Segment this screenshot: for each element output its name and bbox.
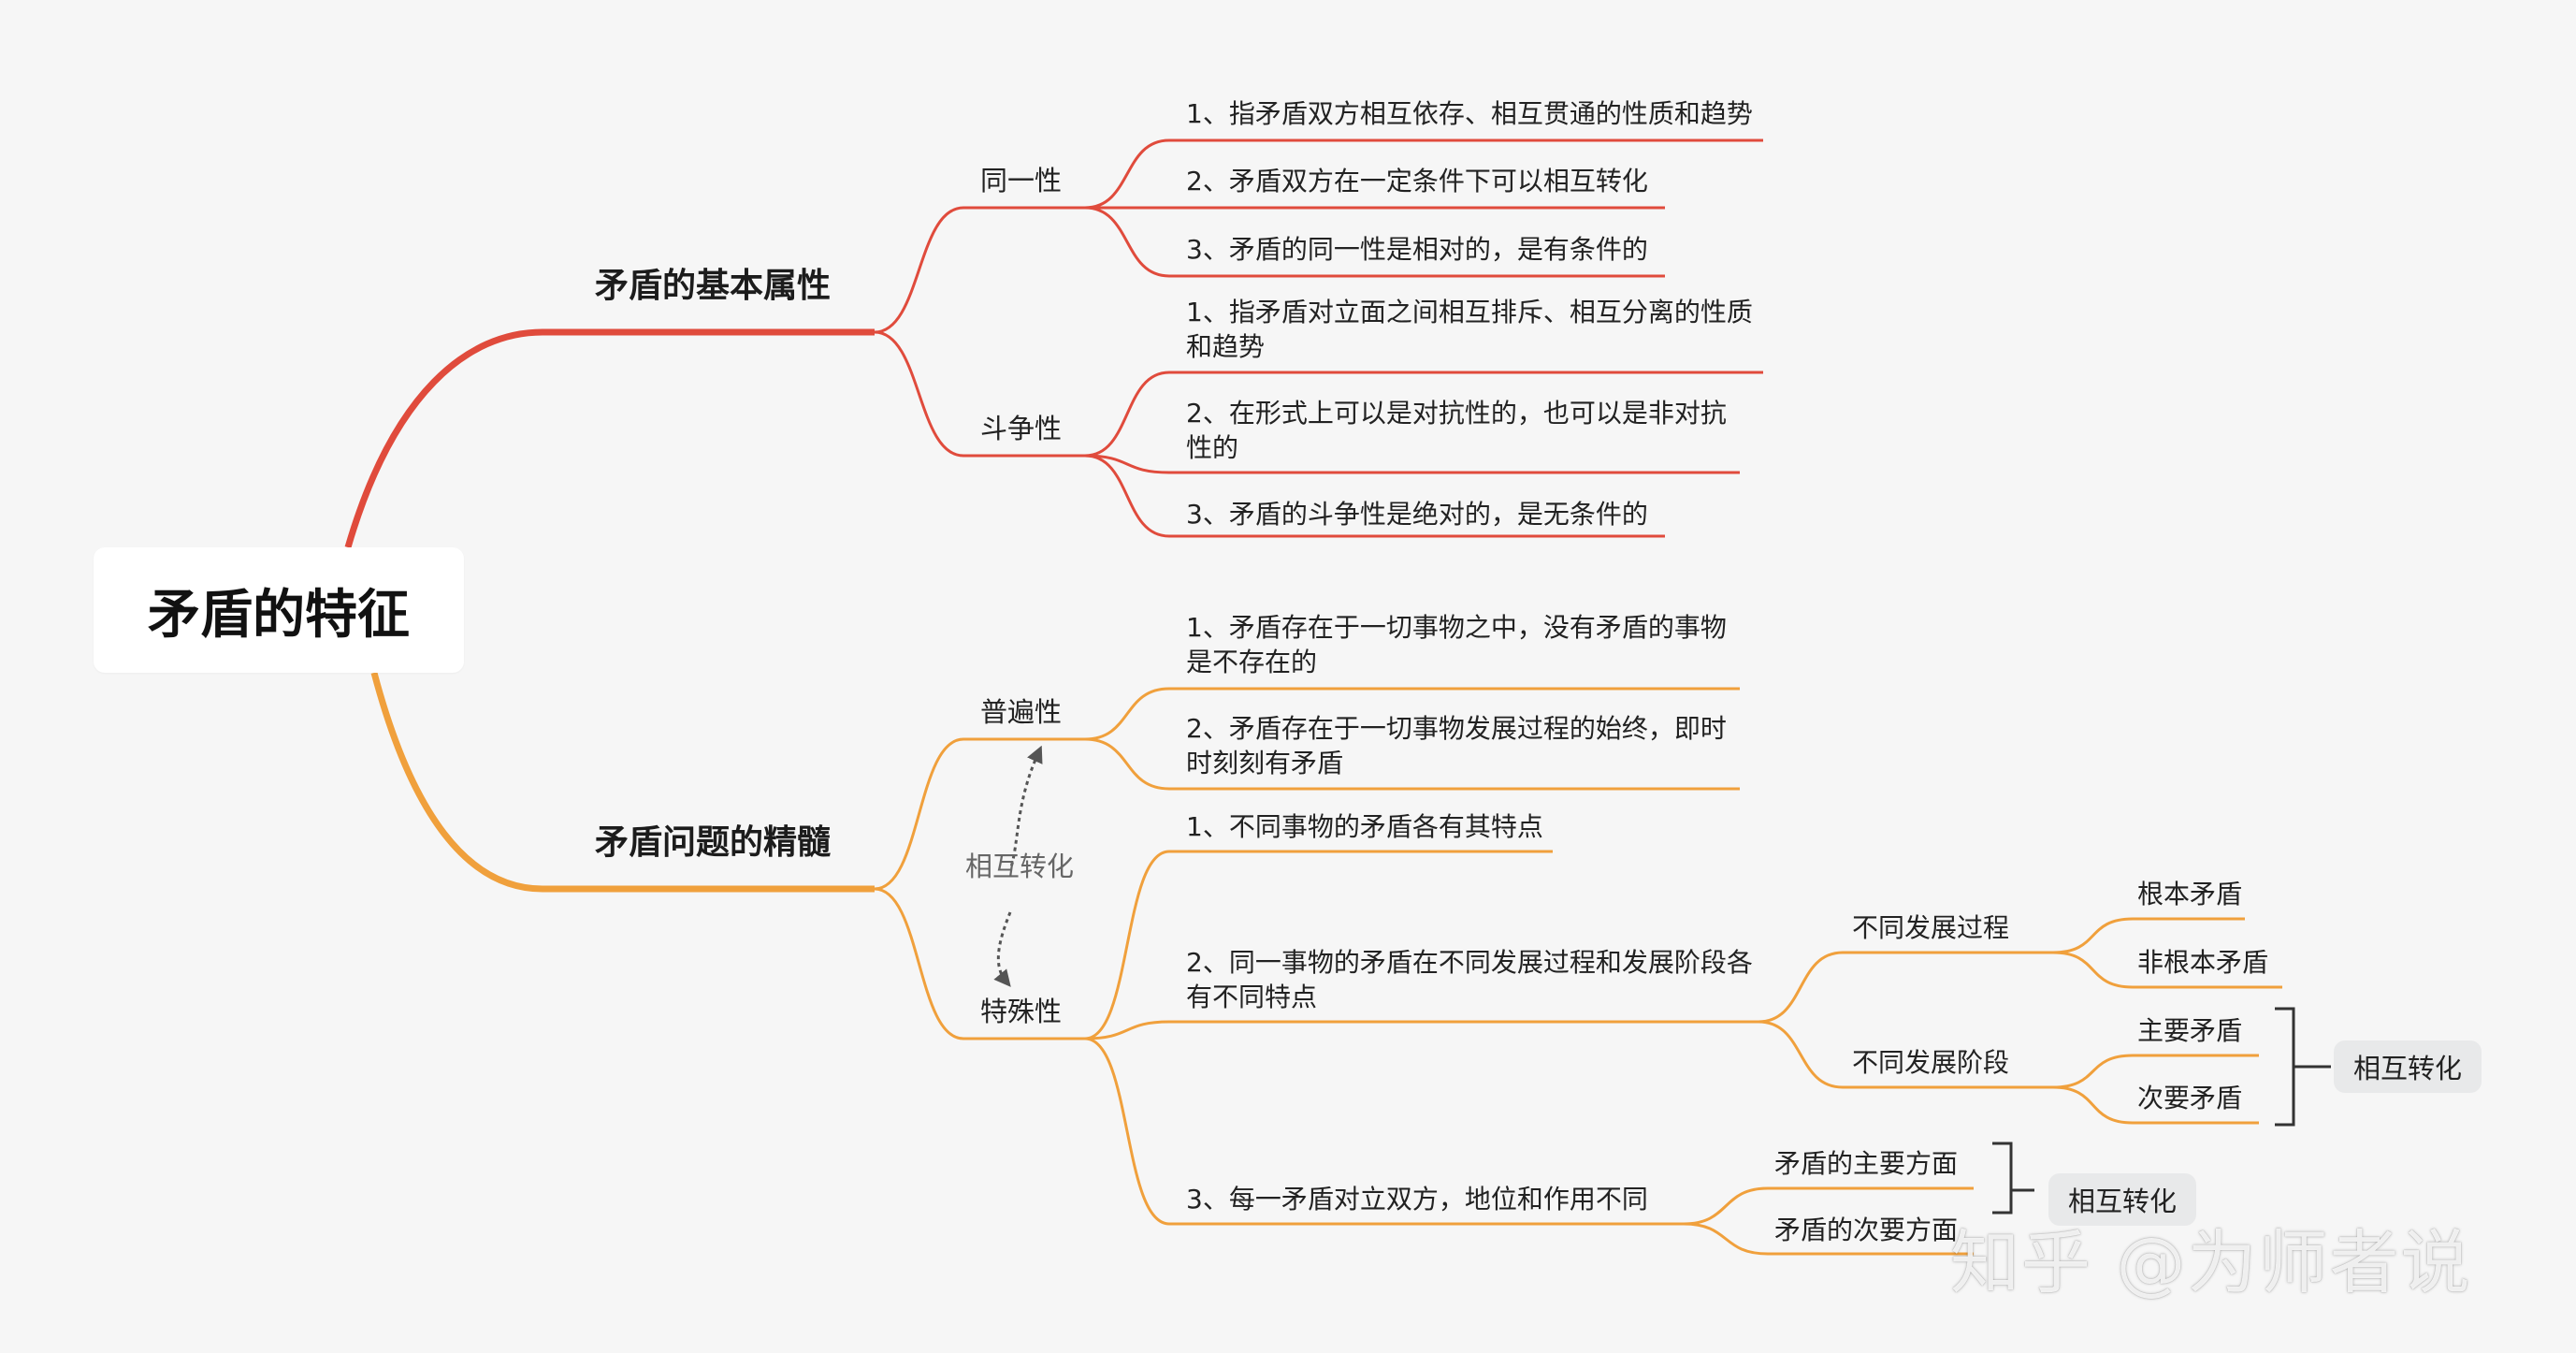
node-fundamental-contradiction[interactable]: 根本矛盾 — [2137, 879, 2243, 909]
root-label: 矛盾的特征 — [148, 584, 410, 646]
struggle-item-3[interactable]: 3、矛盾的斗争性是绝对的，是无条件的 — [1186, 499, 1648, 530]
node-identity[interactable]: 同一性 — [980, 165, 1063, 196]
node-secondary-contradiction[interactable]: 次要矛盾 — [2137, 1083, 2243, 1113]
root-node[interactable]: 矛盾的特征 — [94, 547, 464, 673]
relation-arrow — [998, 753, 1038, 981]
node-particularity[interactable]: 特殊性 — [980, 996, 1063, 1027]
node-universality[interactable]: 普遍性 — [980, 696, 1063, 728]
particularity-item-2[interactable]: 2、同一事物的矛盾在不同发展过程和发展阶段各有不同特点 — [1186, 947, 1753, 1012]
node-principal-aspect[interactable]: 矛盾的主要方面 — [1774, 1148, 1959, 1179]
node-different-process[interactable]: 不同发展过程 — [1852, 912, 2010, 943]
relation-label: 相互转化 — [965, 851, 1075, 882]
red-branch-lines — [874, 138, 1763, 538]
universality-item-1[interactable]: 1、矛盾存在于一切事物之中，没有矛盾的事物是不存在的 — [1186, 612, 1727, 677]
branch-essence[interactable]: 矛盾问题的精髓 — [595, 823, 832, 862]
connector-root-to-attributes — [344, 328, 875, 548]
connector-root-to-essence — [370, 672, 875, 893]
node-non-fundamental-contradiction[interactable]: 非根本矛盾 — [2137, 947, 2269, 978]
tag-mutual-transformation-aspects[interactable]: 相互转化 — [2048, 1173, 2196, 1226]
node-secondary-aspect[interactable]: 矛盾的次要方面 — [1774, 1215, 1959, 1245]
identity-item-1[interactable]: 1、指矛盾双方相互依存、相互贯通的性质和趋势 — [1186, 98, 1753, 129]
watermark: 知乎 @为师者说 — [1950, 1223, 2472, 1303]
identity-item-2[interactable]: 2、矛盾双方在一定条件下可以相互转化 — [1186, 166, 1648, 196]
node-different-stage[interactable]: 不同发展阶段 — [1852, 1047, 2010, 1078]
node-principal-contradiction[interactable]: 主要矛盾 — [2137, 1015, 2243, 1046]
orange-branch-lines — [874, 687, 2282, 1256]
tag-mutual-transformation-stage[interactable]: 相互转化 — [2334, 1040, 2482, 1093]
struggle-item-2[interactable]: 2、在形式上可以是对抗性的，也可以是非对抗性的 — [1186, 398, 1727, 463]
identity-item-3[interactable]: 3、矛盾的同一性是相对的，是有条件的 — [1186, 234, 1648, 265]
particularity-item-3[interactable]: 3、每一矛盾对立双方，地位和作用不同 — [1186, 1184, 1648, 1215]
bracket-lines — [1992, 1007, 2331, 1215]
struggle-item-1[interactable]: 1、指矛盾对立面之间相互排斥、相互分离的性质和趋势 — [1186, 297, 1753, 362]
node-struggle[interactable]: 斗争性 — [980, 413, 1063, 444]
particularity-item-1[interactable]: 1、不同事物的矛盾各有其特点 — [1186, 811, 1543, 842]
universality-item-2[interactable]: 2、矛盾存在于一切事物发展过程的始终，即时时刻刻有矛盾 — [1186, 713, 1727, 778]
branch-attributes[interactable]: 矛盾的基本属性 — [595, 267, 832, 305]
